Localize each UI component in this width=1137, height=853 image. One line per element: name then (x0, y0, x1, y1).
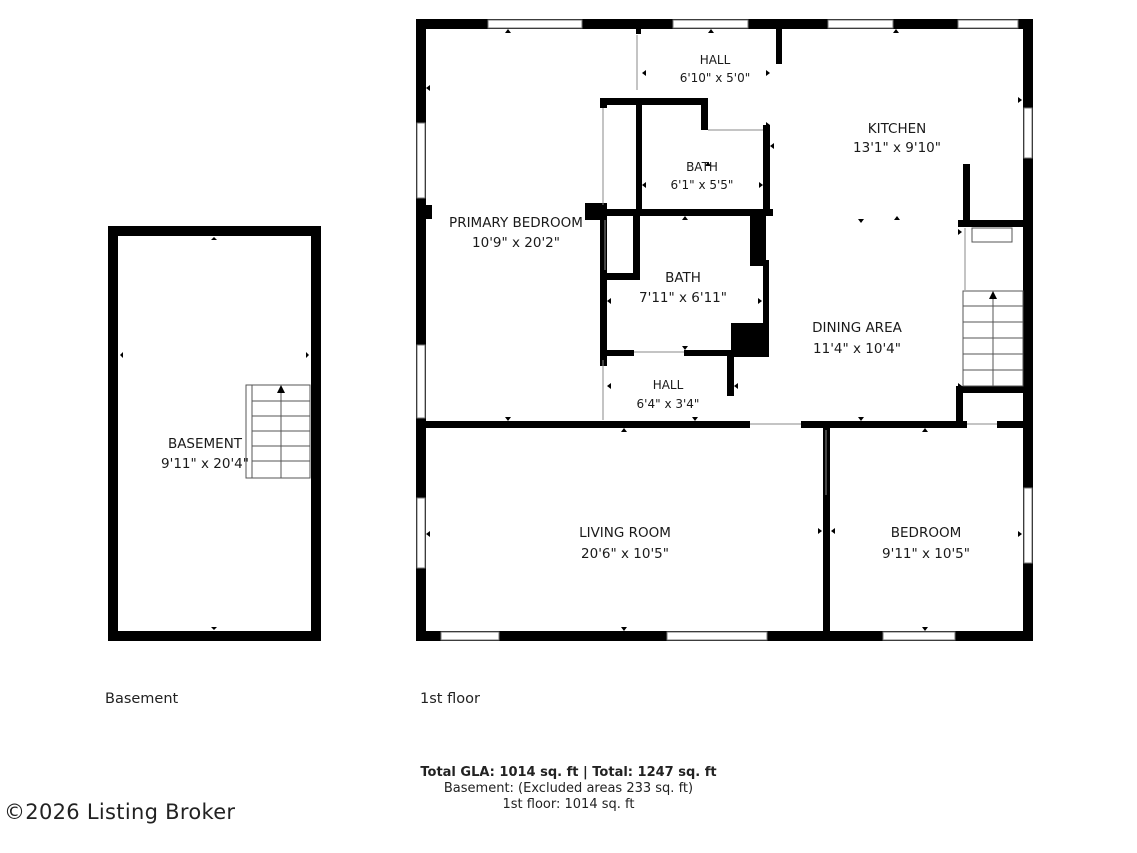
room-name-basement: BASEMENT (168, 436, 243, 452)
room-size-kitchen: 13'1" x 9'10" (853, 140, 941, 156)
area-summary: Total GLA: 1014 sq. ft | Total: 1247 sq.… (0, 765, 1137, 813)
room-size-bath-lower: 7'11" x 6'11" (639, 290, 727, 306)
total-area-line: Total GLA: 1014 sq. ft | Total: 1247 sq.… (420, 765, 717, 780)
basement-area-line: Basement: (Excluded areas 233 sq. ft) (443, 781, 694, 796)
room-name-bath-upper: BATH (686, 160, 718, 174)
room-size-living-room: 20'6" x 10'5" (581, 546, 669, 562)
room-name-hall-upper: HALL (700, 53, 731, 67)
basement-floor-label: Basement (105, 691, 179, 707)
basement-plan (108, 226, 321, 641)
room-size-hall-upper: 6'10" x 5'0" (680, 71, 751, 85)
windows (416, 19, 1033, 641)
room-name-kitchen: KITCHEN (868, 121, 927, 137)
interior-walls (416, 24, 1027, 638)
room-size-bath-upper: 6'1" x 5'5" (671, 178, 734, 192)
room-size-dining-area: 11'4" x 10'4" (813, 341, 901, 357)
basement-stairs (245, 384, 311, 479)
first-floor-label: 1st floor (420, 691, 480, 707)
stairs-arrow-icon (277, 385, 285, 393)
direction-markers (426, 29, 1022, 640)
room-name-bath-lower: BATH (665, 270, 701, 286)
room-name-primary-bedroom: PRIMARY BEDROOM (449, 215, 583, 231)
room-name-dining-area: DINING AREA (812, 320, 902, 336)
room-size-primary-bedroom: 10'9" x 20'2" (472, 235, 560, 251)
room-size-hall-lower: 6'4" x 3'4" (637, 397, 700, 411)
room-size-bedroom: 9'11" x 10'5" (882, 546, 970, 562)
first-floor-stairs (962, 227, 1024, 387)
room-name-hall-lower: HALL (653, 378, 684, 392)
first-floor-area-line: 1st floor: 1014 sq. ft (502, 797, 635, 812)
stairs-up-arrow-icon (989, 291, 997, 299)
room-name-bedroom: BEDROOM (891, 525, 961, 541)
room-size-basement: 9'11" x 20'4" (161, 456, 249, 472)
room-name-living-room: LIVING ROOM (579, 525, 671, 541)
basement-walls (108, 226, 321, 641)
listing-broker-watermark: ©2026 Listing Broker (4, 800, 236, 824)
first-floor-plan: HALL 6'10" x 5'0" KITCHEN 13'1" x 9'10" … (161, 19, 1033, 641)
